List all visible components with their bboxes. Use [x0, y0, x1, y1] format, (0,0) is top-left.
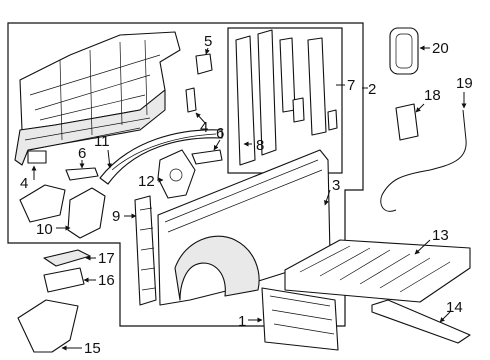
pillar-part-9 — [134, 195, 157, 306]
callout-7: 7 — [347, 77, 355, 94]
callout-6-right: 6 — [216, 125, 224, 142]
bracket-part-4-mid — [185, 87, 197, 113]
fuel-door-part-20 — [389, 27, 419, 75]
wiring-harness-part-19 — [380, 109, 467, 212]
callout-13: 13 — [432, 227, 449, 244]
callout-12: 12 — [138, 173, 155, 190]
panel-fragment-left — [19, 184, 66, 223]
assembly-frame-2 — [7, 22, 364, 327]
callout-3: 3 — [332, 177, 340, 194]
callout-16: 16 — [98, 272, 115, 289]
tailgate-part-1 — [261, 287, 339, 351]
callout-15: 15 — [84, 340, 101, 357]
callout-6-left: 6 — [78, 145, 86, 162]
callout-1: 1 — [238, 313, 246, 330]
callout-20: 20 — [432, 40, 449, 57]
callout-10: 10 — [36, 221, 53, 238]
callout-17: 17 — [98, 250, 115, 267]
leader-lines — [31, 45, 467, 351]
bracket-part-12 — [157, 149, 196, 199]
bracket-part-6-left — [65, 167, 99, 181]
callout-14: 14 — [446, 299, 463, 316]
callout-4-left: 4 — [20, 175, 28, 192]
rail-part-14 — [371, 299, 471, 344]
callout-2: 2 — [368, 81, 376, 98]
step-pad-part-17 — [43, 249, 91, 267]
bracket-part-5 — [195, 53, 213, 75]
wheelhouse-arc-part-11 — [99, 129, 223, 185]
bracket-part-4-left — [27, 150, 47, 164]
wheelhouse-arc-detail — [111, 133, 217, 171]
callout-4-mid: 4 — [200, 119, 208, 136]
step-bracket-part-16 — [43, 267, 85, 293]
callout-8: 8 — [256, 137, 264, 154]
callout-11: 11 — [94, 133, 110, 150]
callout-18: 18 — [424, 87, 441, 104]
inner-panel-outer-part — [14, 31, 181, 166]
step-assembly-part-15 — [17, 299, 79, 353]
brace-part-10 — [67, 187, 106, 239]
callout-19: 19 — [456, 75, 473, 92]
bracket-part-6-right — [191, 149, 223, 165]
housing-part-18 — [395, 103, 419, 141]
pillar-stack-part-8 — [235, 29, 338, 166]
callout-5: 5 — [204, 33, 212, 50]
callout-9: 9 — [112, 208, 120, 225]
